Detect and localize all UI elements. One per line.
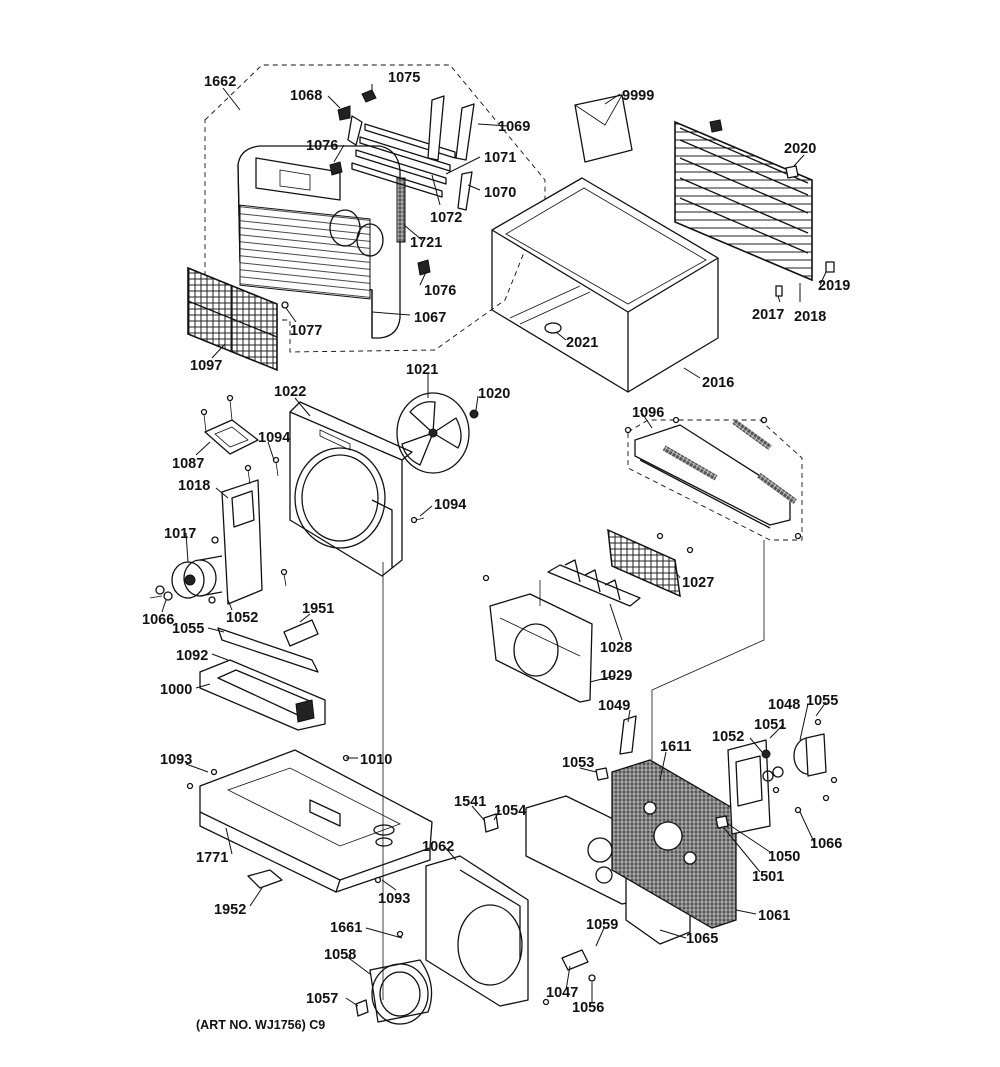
top-panel-assembly xyxy=(624,416,803,541)
callout-1092: 1092 xyxy=(176,648,208,664)
callout-1093: 1093 xyxy=(160,752,192,768)
callout-1021: 1021 xyxy=(406,362,438,378)
callout-2019: 2019 xyxy=(818,278,850,294)
callout-1611: 1611 xyxy=(660,739,691,755)
callout-1050: 1050 xyxy=(768,849,800,865)
damper-motor-assembly xyxy=(727,718,838,835)
callout-1062: 1062 xyxy=(422,839,454,855)
callout-1048: 1048 xyxy=(768,697,800,713)
callout-1069: 1069 xyxy=(498,119,530,135)
callout-1952: 1952 xyxy=(214,902,246,918)
alignment-lines xyxy=(382,540,765,1000)
callout-1027: 1027 xyxy=(682,575,714,591)
callout-1662: 1662 xyxy=(204,74,236,90)
callout-1068: 1068 xyxy=(290,88,322,104)
callout-1541: 1541 xyxy=(454,794,486,810)
callout-2021: 2021 xyxy=(566,335,598,351)
callout-1096: 1096 xyxy=(632,405,664,421)
art-number: (ART NO. WJ1756) C9 xyxy=(196,1018,325,1032)
callout-1053: 1053 xyxy=(562,755,594,771)
callout-1501: 1501 xyxy=(752,869,784,885)
callout-1020: 1020 xyxy=(478,386,510,402)
callout-1067: 1067 xyxy=(414,310,446,326)
fan-shroud-assembly xyxy=(149,392,479,605)
callout-1022: 1022 xyxy=(274,384,306,400)
literature-envelope xyxy=(574,94,633,163)
callout-1061: 1061 xyxy=(758,908,790,924)
leader-lines xyxy=(161,84,827,1007)
callout-1076: 1076 xyxy=(306,138,338,154)
callout-1661: 1661 xyxy=(330,920,362,936)
callout-1047: 1047 xyxy=(546,985,578,1001)
callout-1055: 1055 xyxy=(172,621,204,637)
callout-1076: 1076 xyxy=(424,283,456,299)
callout-2017: 2017 xyxy=(752,307,784,323)
callout-1057: 1057 xyxy=(306,991,338,1007)
callout-1066: 1066 xyxy=(142,612,174,628)
callout-1055: 1055 xyxy=(806,693,838,709)
control-box-assembly xyxy=(483,715,737,945)
callout-1721: 1721 xyxy=(410,235,442,251)
callout-1059: 1059 xyxy=(586,917,618,933)
partition-assembly xyxy=(482,528,694,703)
callout-1093: 1093 xyxy=(378,891,410,907)
callout-1017: 1017 xyxy=(164,526,196,542)
callout-1049: 1049 xyxy=(598,698,630,714)
callout-1077: 1077 xyxy=(290,323,322,339)
blower-assembly xyxy=(355,855,596,1025)
callout-1075: 1075 xyxy=(388,70,420,86)
callout-1065: 1065 xyxy=(686,931,718,947)
callout-1029: 1029 xyxy=(600,668,632,684)
callout-1097: 1097 xyxy=(190,358,222,374)
callout-1094: 1094 xyxy=(258,430,290,446)
callout-1028: 1028 xyxy=(600,640,632,656)
callout-1951: 1951 xyxy=(302,601,334,617)
callout-1018: 1018 xyxy=(178,478,210,494)
callout-2020: 2020 xyxy=(784,141,816,157)
callout-1771: 1771 xyxy=(196,850,228,866)
callout-labels: 1662 1075 1068 1069 1076 1071 1072 1070 … xyxy=(142,70,850,1016)
callout-1071: 1071 xyxy=(484,150,516,166)
callout-1054: 1054 xyxy=(494,803,526,819)
callout-2018: 2018 xyxy=(794,309,826,325)
callout-1066: 1066 xyxy=(810,836,842,852)
callout-1010: 1010 xyxy=(360,752,392,768)
cabinet xyxy=(491,177,719,393)
callout-1056: 1056 xyxy=(572,1000,604,1016)
base-pan xyxy=(186,749,433,893)
callout-1058: 1058 xyxy=(324,947,356,963)
callout-1052: 1052 xyxy=(226,610,258,626)
callout-1070: 1070 xyxy=(484,185,516,201)
rear-grille xyxy=(674,119,835,297)
callout-9999: 9999 xyxy=(622,88,654,104)
callout-1094: 1094 xyxy=(434,497,466,513)
drain-pan-assembly xyxy=(199,619,326,731)
callout-1087: 1087 xyxy=(172,456,204,472)
callout-1072: 1072 xyxy=(430,210,462,226)
callout-1000: 1000 xyxy=(160,682,192,698)
callout-1052: 1052 xyxy=(712,729,744,745)
callout-1051: 1051 xyxy=(754,717,786,733)
callout-2016: 2016 xyxy=(702,375,734,391)
front-grille-assembly xyxy=(187,64,546,372)
